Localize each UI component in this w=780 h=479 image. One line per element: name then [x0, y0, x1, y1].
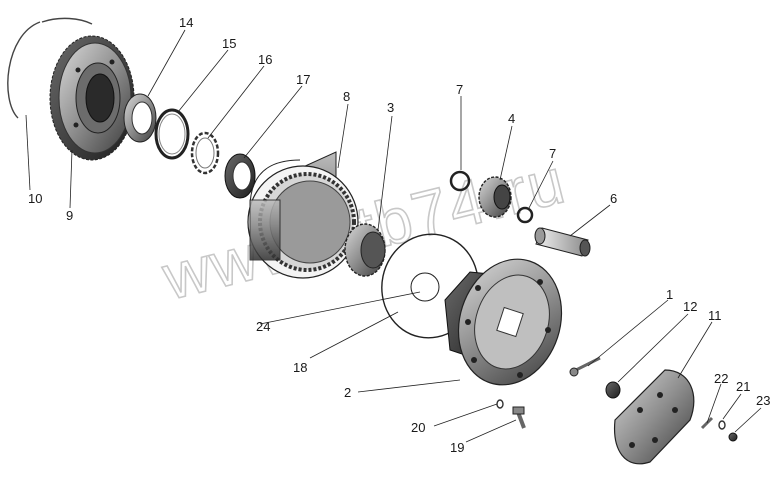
callout-3: 3: [387, 100, 394, 115]
callout-7-right: 7: [549, 146, 556, 161]
part-1-bolt: [569, 356, 601, 377]
callout-10: 10: [28, 191, 42, 206]
callout-8: 8: [343, 89, 350, 104]
part-7-seal-ring-right: [516, 206, 534, 224]
part-16-tab-washer: [190, 131, 220, 175]
part-15-thin-ring: [154, 108, 190, 160]
part-17-nut-ring: [224, 153, 256, 199]
part-19-bolt: [512, 406, 526, 429]
part-3-spur-gear: [344, 223, 386, 277]
part-24-thrust-disc: [410, 272, 440, 302]
callout-22: 22: [714, 371, 728, 386]
callout-1: 1: [666, 287, 673, 302]
part-6-shaft: [534, 227, 591, 257]
part-8-ring-gear-drum: [247, 151, 359, 279]
callout-15: 15: [222, 36, 236, 51]
callout-9: 9: [66, 208, 73, 223]
part-2-hub-flange: [444, 258, 563, 386]
part-4-small-gear: [478, 176, 512, 218]
callout-12: 12: [683, 299, 697, 314]
callout-24: 24: [256, 319, 270, 334]
part-11-cover: [613, 369, 695, 465]
callout-19: 19: [450, 440, 464, 455]
part-10-snap-ring: [7, 17, 93, 119]
callout-7-top: 7: [456, 82, 463, 97]
part-12-plug: [605, 381, 621, 399]
part-7-seal-ring-top: [449, 170, 471, 192]
part-23-nut: [728, 432, 738, 442]
part-21-washer: [718, 420, 726, 430]
callout-23: 23: [756, 393, 770, 408]
leader-lines: [25, 29, 762, 443]
callout-18: 18: [293, 360, 307, 375]
callout-2: 2: [344, 385, 351, 400]
part-9-toothed-hub: [49, 35, 135, 161]
callout-20: 20: [411, 420, 425, 435]
callout-14: 14: [179, 15, 193, 30]
callout-4: 4: [508, 111, 515, 126]
callout-21: 21: [736, 379, 750, 394]
part-20-washer: [496, 399, 504, 409]
callout-labels: 10 9 14 15 16 17 8 3 7 4 7 6 24 18 2 1 1…: [28, 15, 770, 455]
callout-17: 17: [296, 72, 310, 87]
callout-6: 6: [610, 191, 617, 206]
callout-11: 11: [708, 308, 722, 323]
callout-16: 16: [258, 52, 272, 67]
part-14-thrust-washer: [123, 93, 157, 143]
